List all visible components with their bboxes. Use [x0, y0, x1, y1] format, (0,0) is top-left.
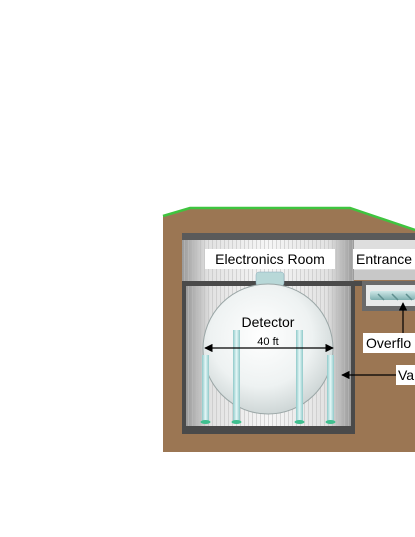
overflow-label-box: Overflo [363, 333, 415, 353]
entrance-label: Entrance [356, 251, 412, 267]
roof-slab [182, 233, 415, 240]
vault-label: Va [398, 367, 414, 383]
support-leg [231, 330, 242, 424]
detector-label: Detector [242, 314, 295, 330]
overflow-label: Overflo [366, 335, 411, 351]
support-leg [325, 355, 336, 424]
vault-label-box: Va [396, 365, 415, 385]
support-legs [200, 330, 336, 424]
diameter-label: 40 ft [257, 336, 278, 348]
electronics-room-label: Electronics Room [215, 251, 325, 267]
support-leg [200, 355, 211, 424]
grass-line [162, 206, 415, 232]
overflow-tank [362, 281, 415, 311]
support-leg [294, 330, 305, 424]
electronics-room-label-box: Electronics Room [205, 249, 335, 269]
entrance-label-box: Entrance [353, 249, 415, 269]
